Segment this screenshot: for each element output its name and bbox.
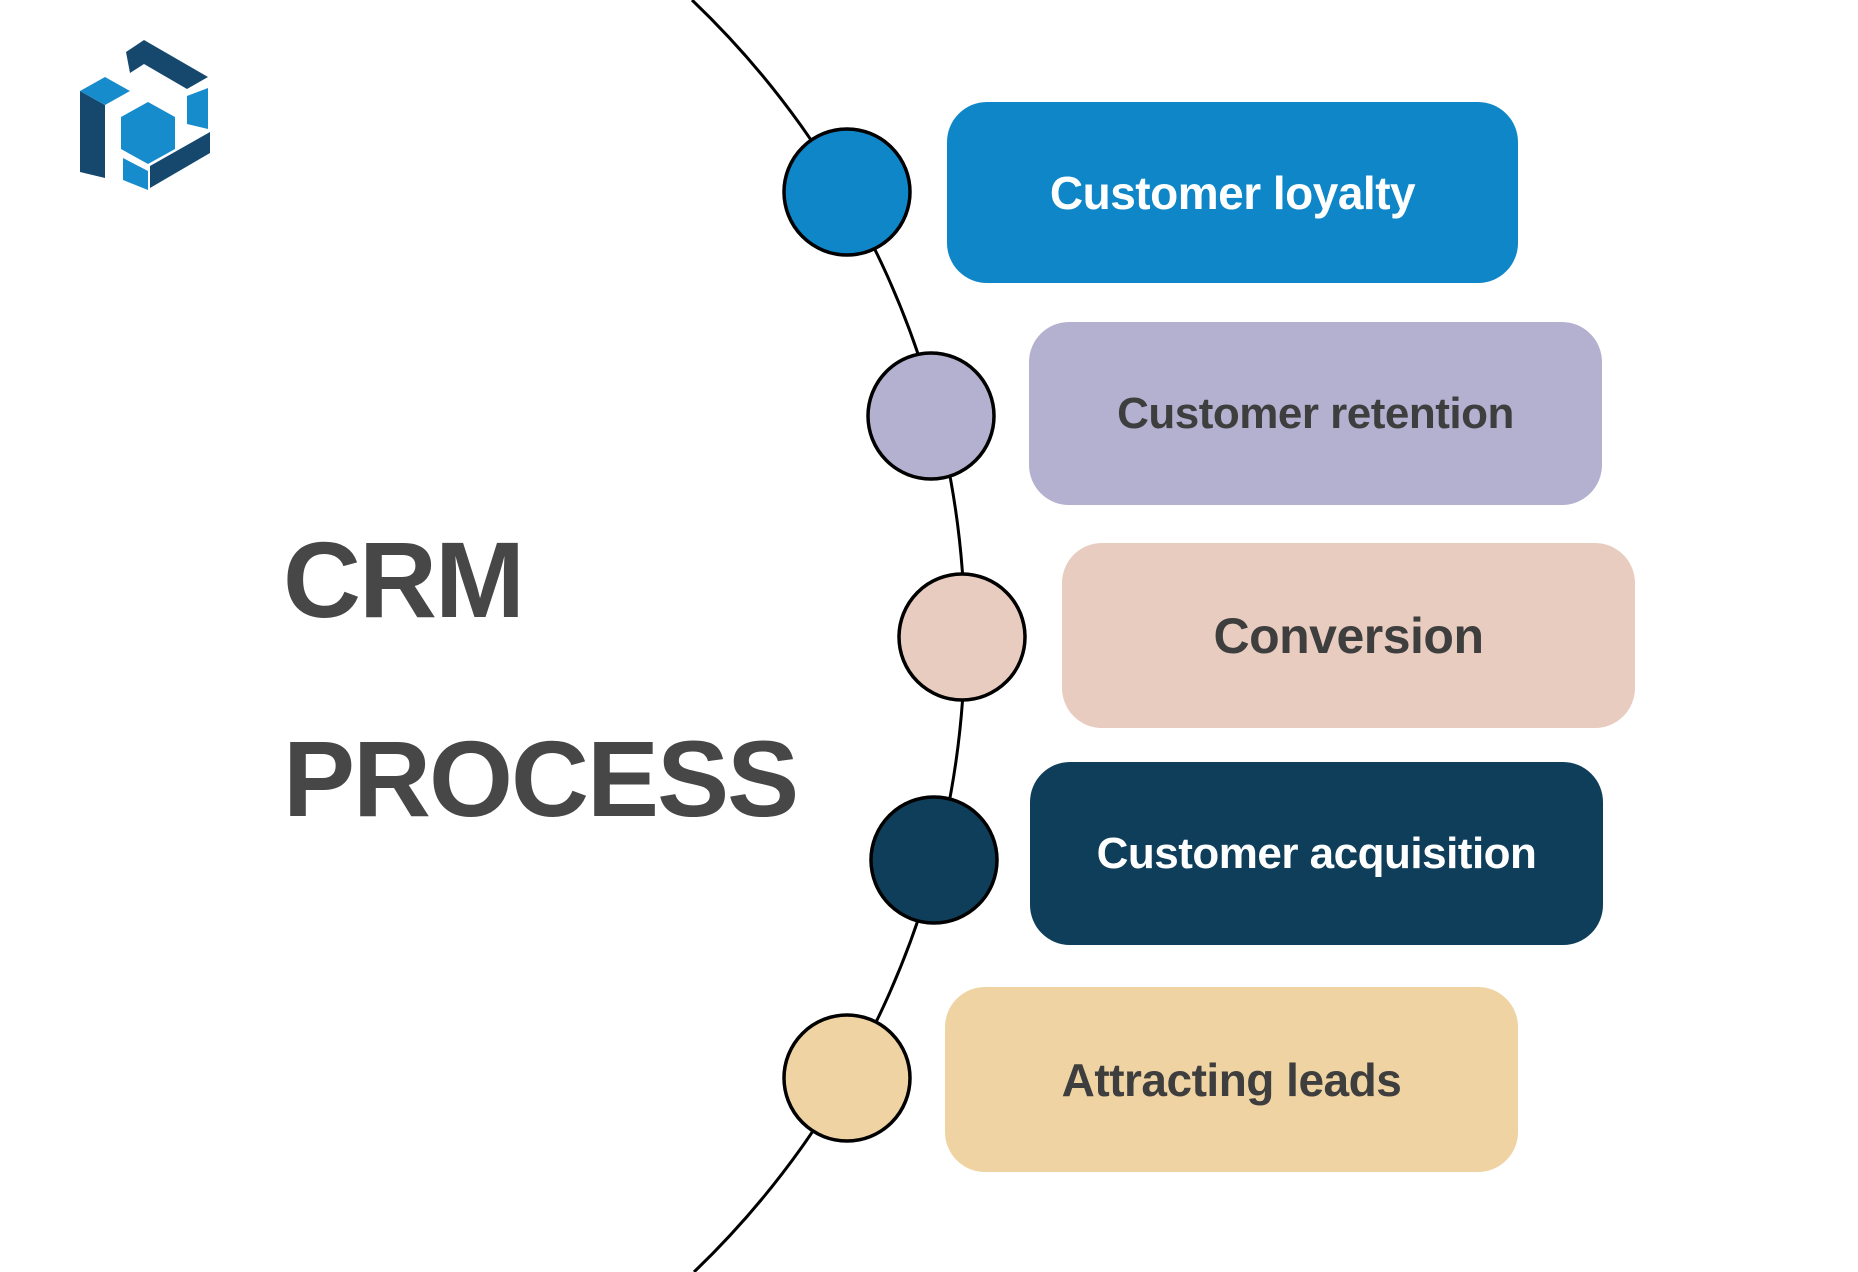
page-title-line1: CRM (283, 519, 525, 640)
step-box-attracting-leads: Attracting leads (945, 987, 1518, 1172)
step-box-conversion: Conversion (1062, 543, 1635, 728)
hex-cube-logo-icon (80, 40, 210, 190)
step-node (897, 572, 1027, 702)
step-label: Customer loyalty (1049, 166, 1416, 219)
step-label: Attracting leads (1061, 1053, 1402, 1106)
step-label: Customer acquisition (1096, 828, 1537, 878)
step-node (866, 351, 996, 481)
logo-top-bar (126, 40, 208, 89)
logo-center-hex (121, 102, 175, 164)
logo-bottom-bar (150, 132, 210, 188)
step-box-customer-loyalty: Customer loyalty (947, 102, 1518, 283)
step-box-customer-acquisition: Customer acquisition (1030, 762, 1603, 945)
logo-left-bar (80, 91, 105, 178)
step-box-customer-retention: Customer retention (1029, 322, 1602, 505)
logo-right-face (187, 88, 208, 129)
logo-descender (123, 158, 148, 190)
step-node (782, 1013, 912, 1143)
page-title-line2: PROCESS (283, 717, 799, 839)
step-node (782, 127, 912, 257)
page-title: CRM PROCESS (283, 526, 799, 833)
logo-top-rhombus (80, 77, 130, 105)
step-node (869, 795, 999, 925)
step-label: Conversion (1213, 607, 1484, 664)
step-label: Customer retention (1117, 388, 1514, 438)
